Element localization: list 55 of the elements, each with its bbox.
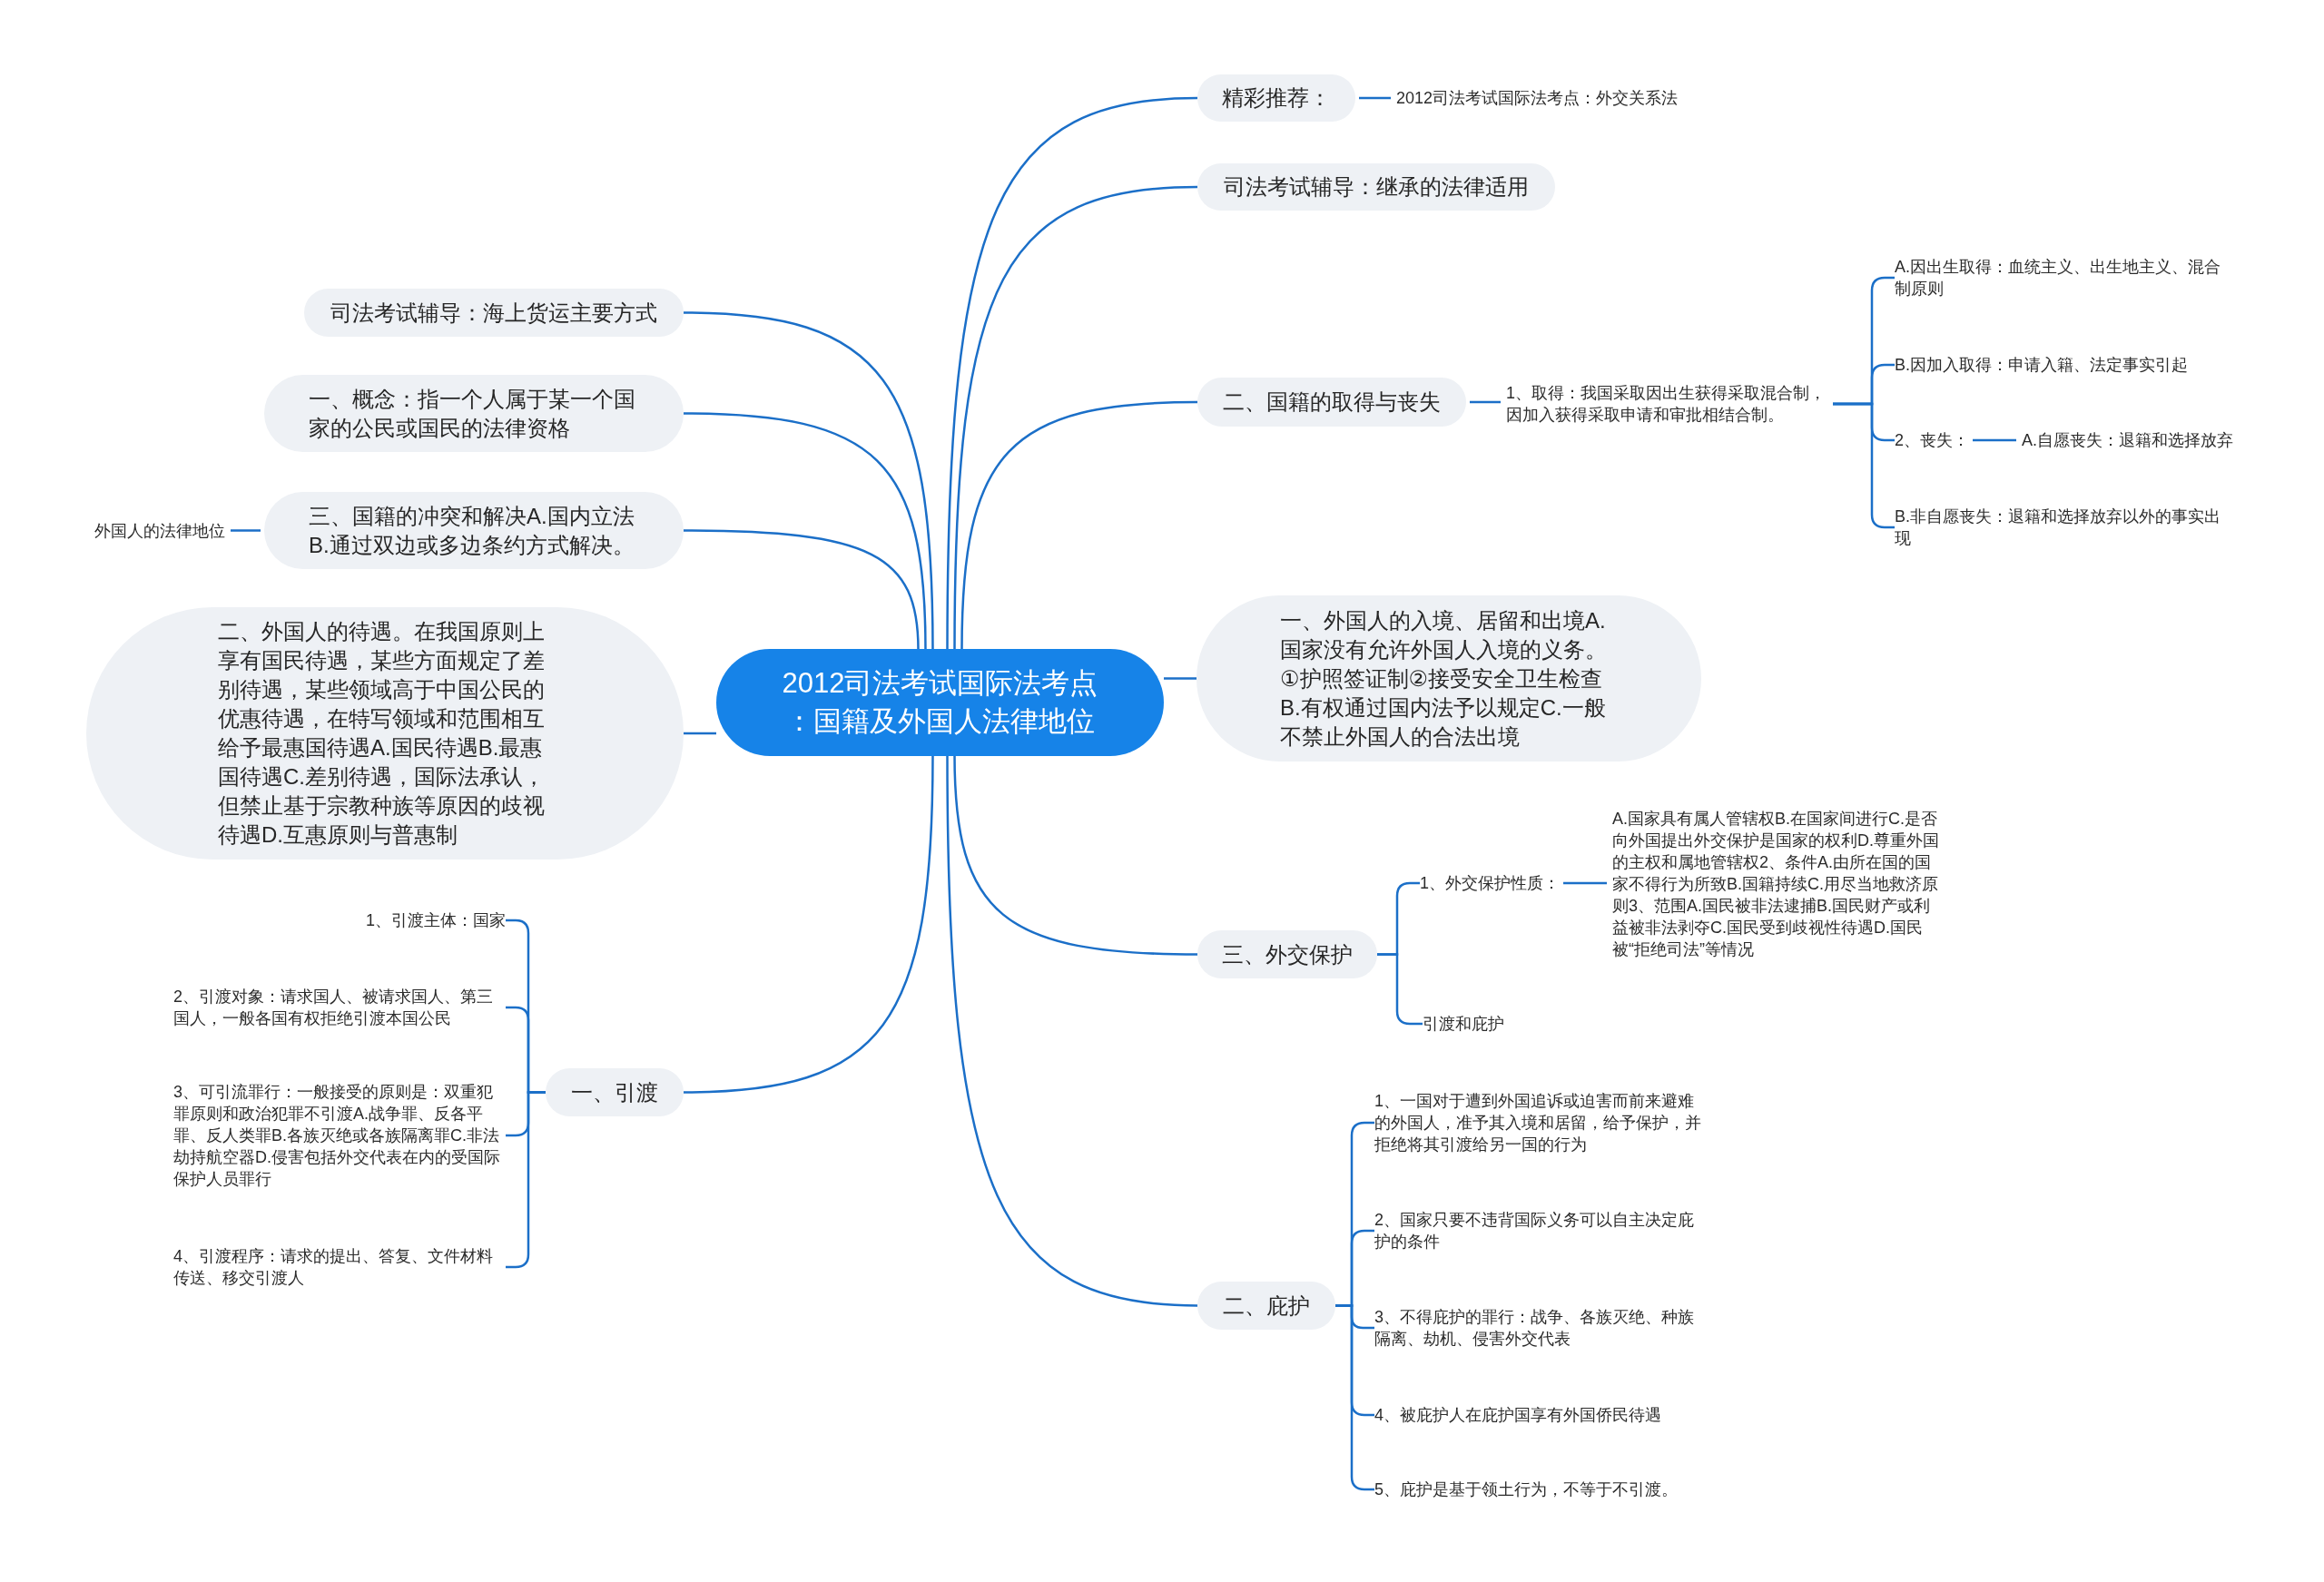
branch-line (953, 754, 1198, 956)
subtopic-text: 5、庇护是基于领土行为，不等于不引渡。 (1374, 1479, 1678, 1500)
subtopic-text: 3、不得庇护的罪行：战争、各族灭绝、种族隔离、劫机、侵害外交代表 (1374, 1306, 1707, 1350)
subtopic-text: 4、引渡程序：请求的提出、答复、文件材料传送、移交引渡人 (173, 1245, 506, 1289)
subtopic-text: 1、外交保护性质： (1420, 872, 1560, 894)
subtopic-text: 1、引渡主体：国家 (366, 909, 506, 931)
topic-pill (304, 289, 684, 337)
topic-text: 司法考试辅导：海上货运主要方式 (330, 299, 657, 327)
subtopic-text: 2、引渡对象：请求国人、被请求国人、第三国人，一般各国有权拒绝引渡本国公民 (173, 986, 506, 1029)
topic-text: 司法考试辅导：继承的法律适用 (1224, 173, 1529, 201)
subtopic-text: A.自愿丧失：退籍和选择放弃 (2022, 429, 2233, 451)
branch-line (684, 529, 920, 651)
topic-text: 二、外国人的待遇。在我国原则上享有国民待遇，某些方面规定了差别待遇，某些领域高于中国公民的优惠待遇，在特写领域和范围相互给予最惠国待遇A.国民待遇B.最惠国待遇C.差别待遇，国际法承认，但禁止基于宗教种族等原因的歧视待遇D.互惠原则与普惠制 (218, 618, 546, 849)
topic-text: 一、概念：指一个人属于某一个国家的公民或国民的法律资格 (309, 385, 636, 442)
topic-text: 一、外国人的入境、居留和出境A.国家没有允许外国人入境的义务。①护照签证制②接受安全卫生检查B.有权通过国内法予以规定C.一般不禁止外国人的合法出境 (1280, 606, 1608, 751)
branch-line (960, 400, 1198, 651)
central-topic-text: 2012司法考试国际法考点：国籍及外国人法律地位 (781, 666, 1099, 739)
branch-line (683, 311, 934, 651)
topic-text: 二、国籍的取得与丧失 (1223, 388, 1441, 416)
branch-line (1470, 400, 1501, 404)
branch-line (953, 185, 1198, 650)
branch-line (683, 412, 927, 651)
branch-line (1973, 438, 2016, 442)
subtopic-text: 3、可引流罪行：一般接受的原则是：双重犯罪原则和政治犯罪不引渡A.战争罪、反各平罪、反人类罪B.各族灭绝或各族隔离罪C.非法劫持航空器D.侵害包括外交代表在内的受国际保护人员罪行 (173, 1081, 506, 1190)
subtopic-text: 2、国家只要不违背国际义务可以自主决定庇护的条件 (1374, 1209, 1707, 1253)
subtopic-text: B.非自愿丧失：退籍和选择放弃以外的事实出现 (1895, 506, 2229, 549)
branch-line (231, 529, 261, 532)
subtopic-text: A.国家具有属人管辖权B.在国家间进行C.是否向外国提出外交保护是国家的权利D.尊重外国的主权和属地管辖权2、条件A.由所在国的国家不得行为所致B.国籍持续C.用尽当地救济原则3、范围A.国民被非法逮捕B.国民财产或利益被非法剥夺C.国民受到歧视性待遇D.国民被“拒绝司法”等情况 (1612, 808, 1946, 960)
subtopic-text: 2、丧失： (1895, 429, 1969, 451)
topic-text: 精彩推荐： (1222, 84, 1331, 112)
topic-text: 三、外交保护 (1222, 940, 1353, 968)
subtopic-text: 外国人的法律地位 (94, 520, 225, 542)
branch-line (683, 754, 934, 1094)
topic-pill (1197, 74, 1355, 122)
topic-pill (1197, 1282, 1335, 1330)
subtopic-text: 1、取得：我国采取因出生获得采取混合制，因加入获得采取申请和审批相结合制。 (1506, 382, 1833, 426)
topic-pill (1197, 378, 1466, 427)
topic-pill (1197, 930, 1377, 978)
topic-text: 一、引渡 (571, 1078, 658, 1106)
subtopic-text: 2012司法考试国际法考点：外交关系法 (1396, 87, 1679, 109)
subtopic-text: 4、被庇护人在庇护国享有外国侨民待遇 (1374, 1404, 1661, 1426)
branch-line (1164, 677, 1196, 680)
topic-text: 二、庇护 (1223, 1292, 1310, 1320)
topic-pill (546, 1068, 684, 1116)
topic-text: 三、国籍的冲突和解决A.国内立法B.通过双边或多边条约方式解决。 (309, 502, 635, 559)
subtopic-text: A.因出生取得：血统主义、出生地主义、混合制原则 (1895, 256, 2229, 300)
branch-line (946, 96, 1198, 650)
subtopic-text: 1、一国对于遭到外国追诉或迫害而前来避难的外国人，准予其入境和居留，给予保护，并拒绝将其引渡给另一国的行为 (1374, 1090, 1707, 1155)
topic-pill (1197, 163, 1555, 211)
branch-line (946, 755, 1198, 1307)
subtopic-text: 引渡和庇护 (1423, 1013, 1504, 1035)
branch-line (684, 732, 716, 735)
subtopic-text: B.因加入取得：申请入籍、法定事实引起 (1895, 354, 2188, 376)
branch-line (1563, 881, 1607, 885)
branch-line (1359, 96, 1391, 100)
